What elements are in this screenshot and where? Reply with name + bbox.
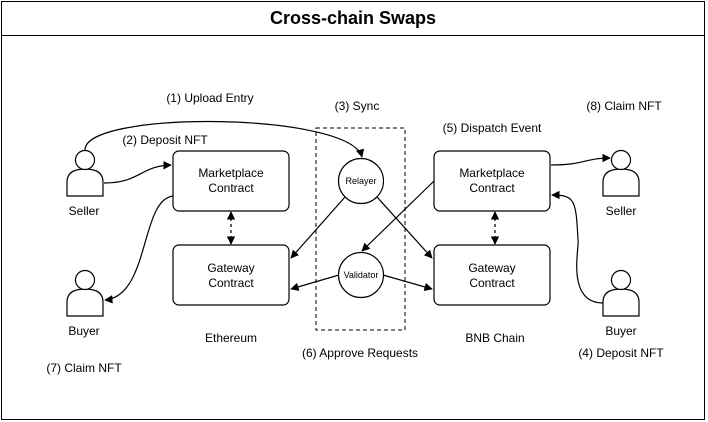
bnb-gateway-line1: Gateway: [468, 261, 515, 275]
step-claim-nft-8: (8) Claim NFT: [586, 99, 662, 113]
arrow-dispatch-event: [361, 180, 435, 252]
bnb-seller-icon: [602, 149, 640, 197]
step-approve-requests: (6) Approve Requests: [302, 346, 418, 360]
bridge-region: [315, 127, 406, 331]
title-bar: Cross-chain Swaps: [1, 1, 705, 36]
eth-gateway-line2: Contract: [208, 276, 254, 290]
step-deposit-nft-4: (4) Deposit NFT: [578, 346, 664, 360]
eth-gateway-line1: Gateway: [207, 261, 254, 275]
eth-seller-label: Seller: [69, 204, 100, 218]
relayer-node: Relayer: [337, 157, 385, 205]
eth-buyer-label: Buyer: [68, 324, 99, 338]
bnb-seller-label: Seller: [606, 204, 637, 218]
chain-label-bnb: BNB Chain: [465, 331, 524, 345]
relayer-label: Relayer: [345, 176, 376, 186]
step-claim-nft-7: (7) Claim NFT: [46, 361, 122, 375]
bnb-marketplace-line2: Contract: [469, 181, 515, 195]
bnb-buyer-label: Buyer: [605, 324, 636, 338]
step-sync: (3) Sync: [335, 99, 380, 113]
bnb-marketplace-line1: Marketplace: [459, 166, 525, 180]
eth-gateway-contract: Gateway Contract: [172, 244, 290, 306]
eth-buyer-icon: [66, 269, 104, 317]
arrow-deposit-nft-2: [103, 161, 172, 184]
arrow-relayer-to-eth-gateway: [290, 196, 346, 259]
arrow-deposit-nft-4: [551, 190, 604, 304]
validator-node: Validator: [337, 251, 385, 299]
arrow-approve-bnb: [382, 274, 433, 291]
validator-label: Validator: [344, 270, 379, 280]
step-deposit-nft-2: (2) Deposit NFT: [122, 133, 208, 147]
arrow-approve-eth: [290, 274, 340, 291]
arrow-claim-nft-8: [550, 153, 611, 166]
eth-marketplace-line1: Marketplace: [198, 166, 264, 180]
chain-label-ethereum: Ethereum: [205, 331, 257, 345]
bnb-marketplace-contract: Marketplace Contract: [433, 150, 551, 212]
bnb-gateway-contract: Gateway Contract: [433, 244, 551, 306]
step-upload-entry: (1) Upload Entry: [166, 91, 253, 105]
arrow-relayer-to-bnb-gateway: [376, 196, 433, 259]
arrow-claim-nft-7: [104, 195, 174, 304]
eth-marketplace-line2: Contract: [208, 181, 254, 195]
bnb-gateway-line2: Contract: [469, 276, 515, 290]
bnb-buyer-icon: [602, 269, 640, 317]
eth-seller-icon: [66, 149, 104, 197]
eth-marketplace-contract: Marketplace Contract: [172, 150, 290, 212]
arrow-upload-entry: [84, 120, 365, 158]
step-dispatch-event: (5) Dispatch Event: [443, 121, 542, 135]
diagram-title: Cross-chain Swaps: [269, 7, 437, 28]
